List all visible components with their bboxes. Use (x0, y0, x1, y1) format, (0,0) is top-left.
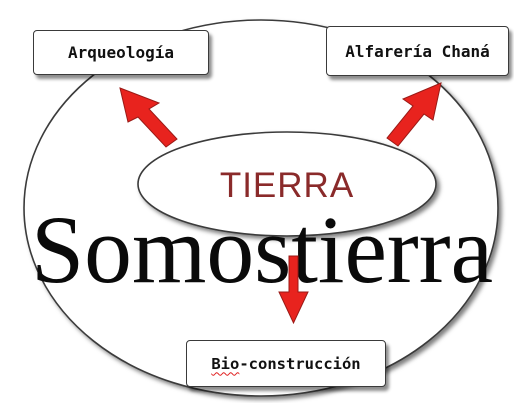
box-alfareria-chana: Alfarería Chaná (326, 26, 509, 76)
main-word: Somostierra (31, 196, 493, 303)
box-arqueologia-label: Arqueología (68, 43, 174, 62)
arrow-up-right (386, 82, 442, 147)
box-bio-construccion: Bio-construcción (186, 340, 386, 387)
inner-ellipse (137, 131, 437, 237)
box-bio-rest: -construcción (239, 354, 361, 373)
box-arqueologia: Arqueología (33, 30, 209, 75)
arrow-up-left (119, 87, 178, 148)
center-label: TIERRA (220, 166, 354, 205)
box-bio-prefix: Bio (211, 354, 240, 373)
arrow-down (278, 255, 309, 325)
box-alfareria-label: Alfarería Chaná (345, 41, 490, 61)
